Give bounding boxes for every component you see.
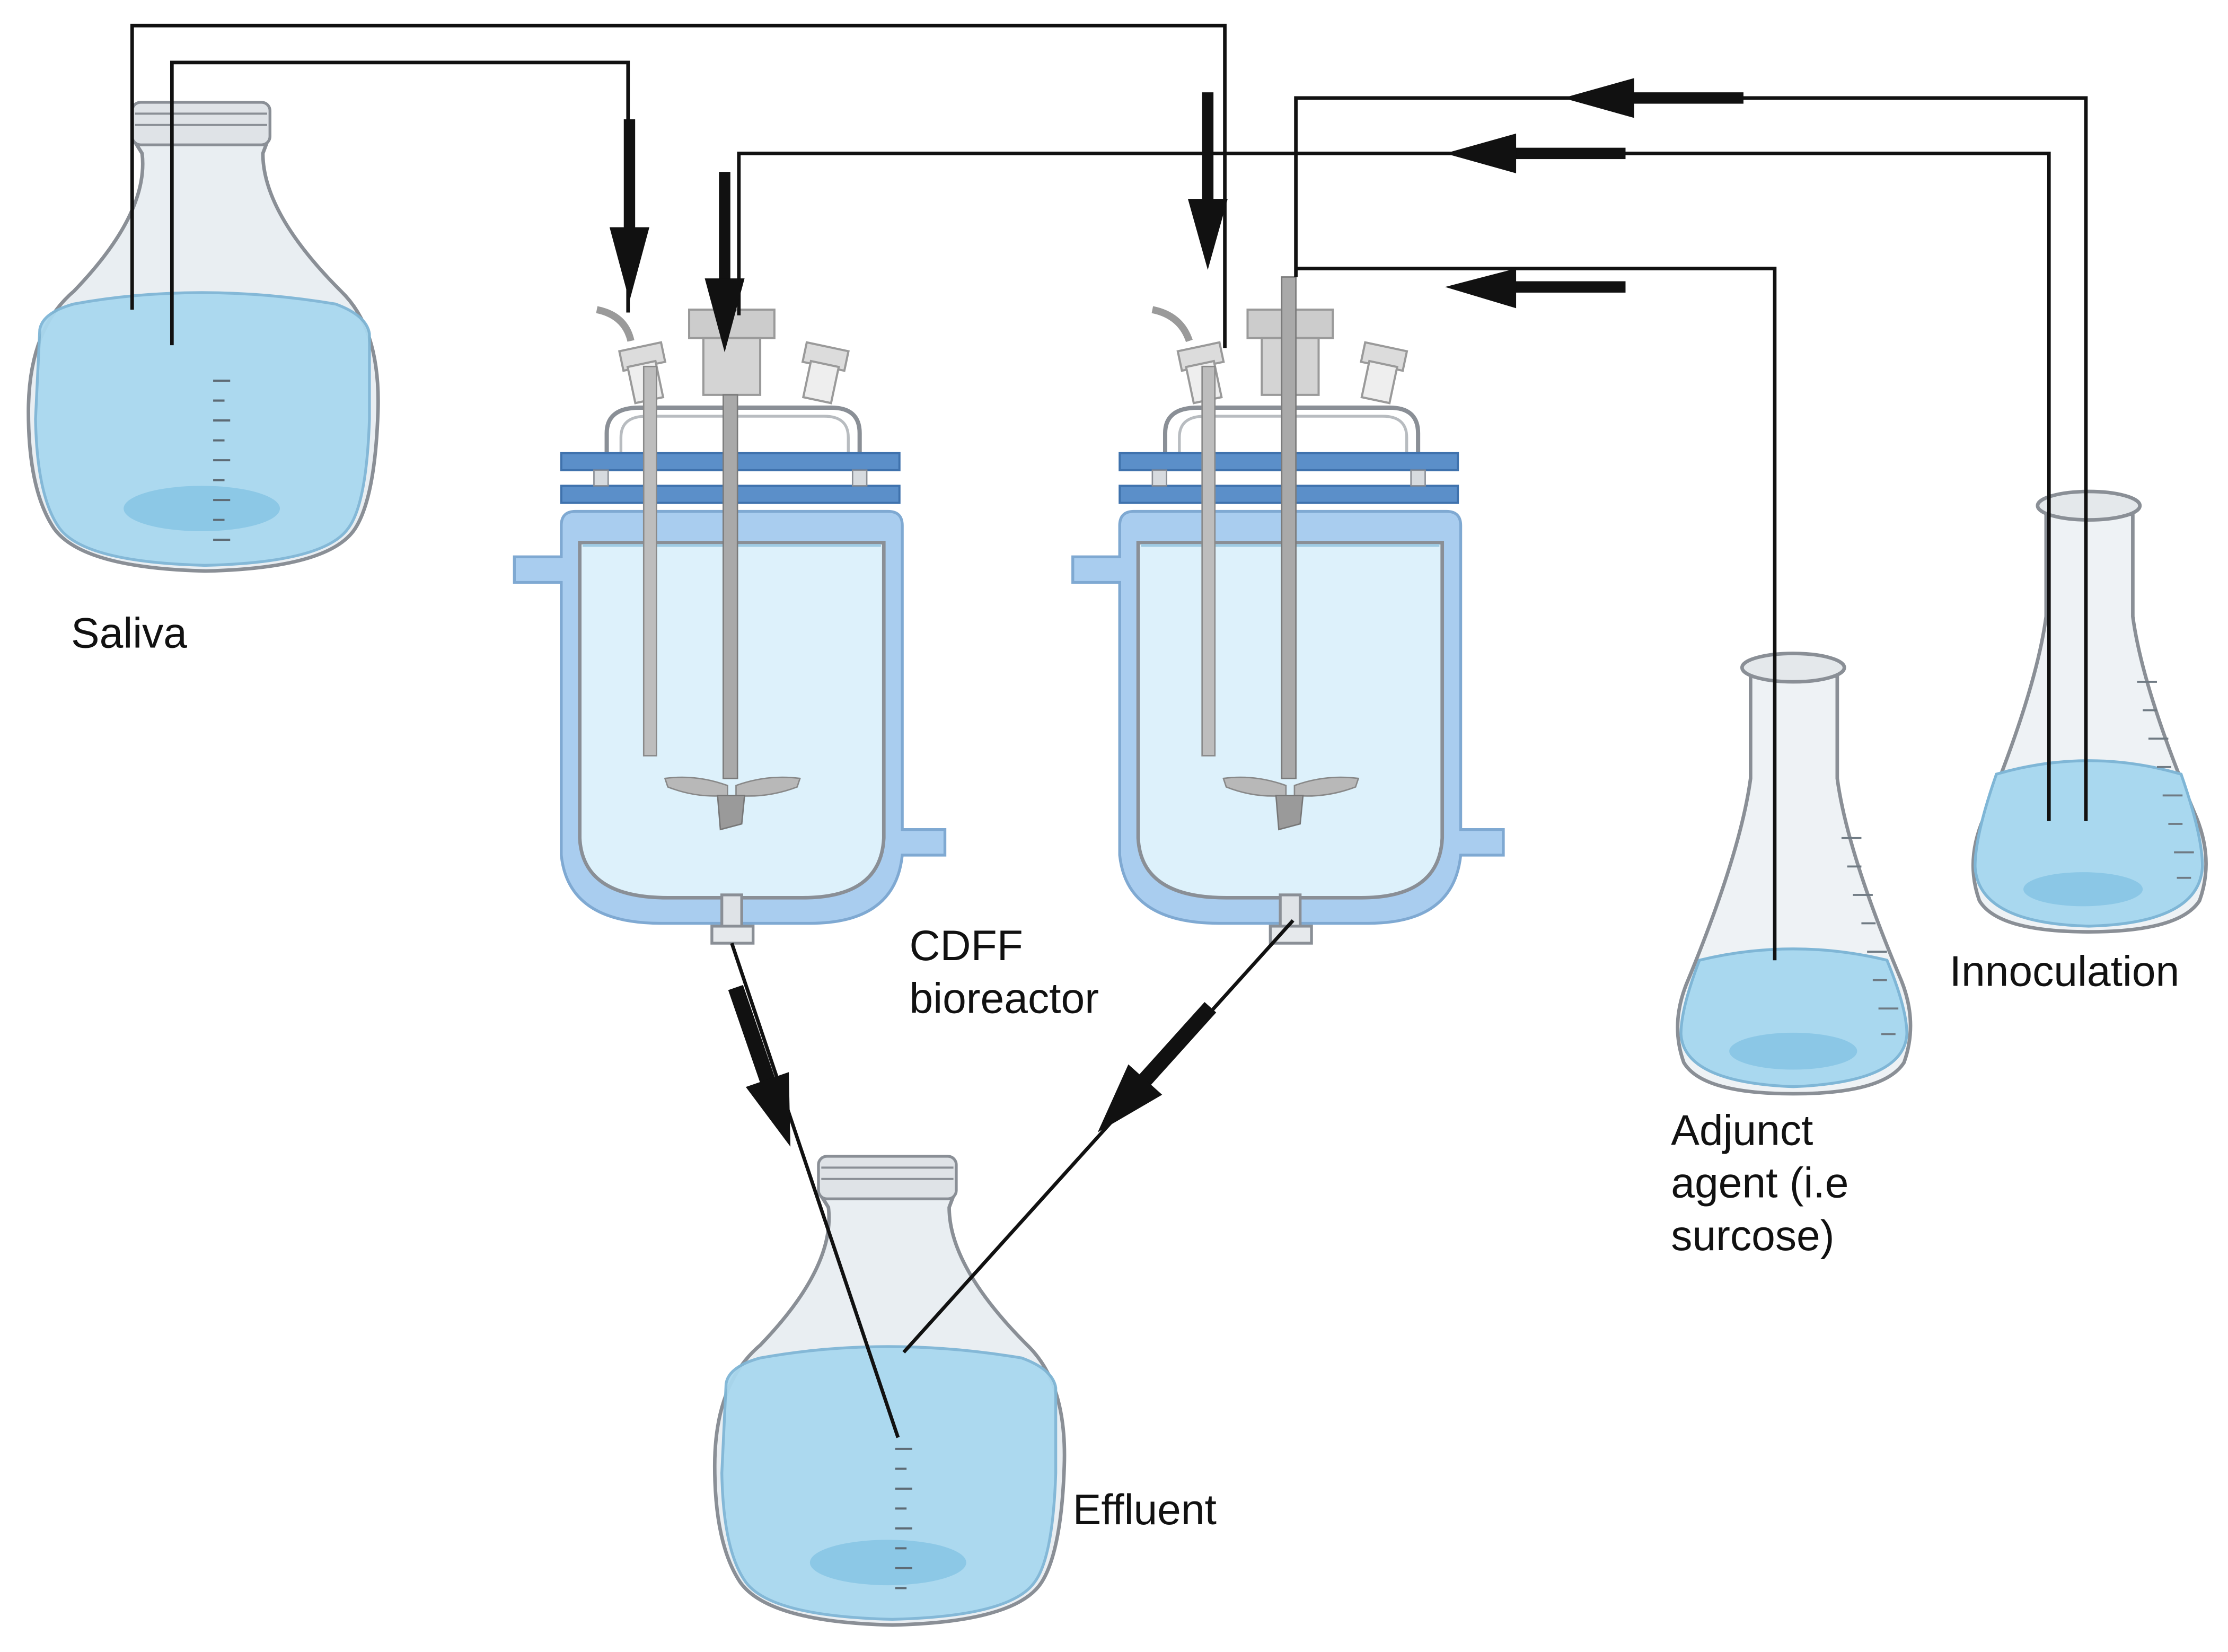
innoculation-flask [1971, 489, 2208, 934]
arrow-right-outlet [1097, 1002, 1217, 1132]
adjunct-label-line3: surcose) [1671, 1212, 1834, 1260]
innoculation-tube-left [737, 152, 2051, 821]
arrow-down-right-saliva [1187, 92, 1228, 270]
effluent-label: Effluent [1073, 1486, 1217, 1534]
arrow-left-outlet [728, 985, 791, 1147]
arrow-left-innoculation-top [1563, 78, 1743, 118]
adjunct-label-line1: Adjunct [1671, 1107, 1813, 1155]
bioreactor-left [513, 306, 947, 945]
labels: Saliva CDFF bioreactor Effluent Innocula… [71, 610, 2179, 1534]
adjunct-agent-flask [1676, 652, 1913, 1096]
arrow-down-left-innoculation [704, 172, 745, 353]
effluent-bottle [712, 1155, 1067, 1627]
cdff-label-line2: bioreactor [910, 974, 1099, 1022]
arrow-left-innoculation-mid [1445, 133, 1626, 173]
innoculation-label: Innoculation [1950, 947, 2180, 995]
flow-arrows [609, 78, 1743, 1147]
cdff-label-line1: CDFF [910, 922, 1023, 970]
arrow-left-adjunct [1445, 268, 1626, 309]
saliva-label: Saliva [71, 610, 187, 657]
bioreactor-right [1071, 276, 1505, 945]
saliva-bottle [27, 101, 380, 573]
arrow-down-left-saliva [609, 119, 649, 302]
left-outlet-tube [730, 942, 900, 1438]
right-outlet-tube [902, 919, 1294, 1354]
saliva-tube-to-right-reactor [130, 23, 1227, 348]
adjunct-tube [1296, 267, 1777, 961]
adjunct-label-line2: agent (i.e [1671, 1159, 1848, 1207]
